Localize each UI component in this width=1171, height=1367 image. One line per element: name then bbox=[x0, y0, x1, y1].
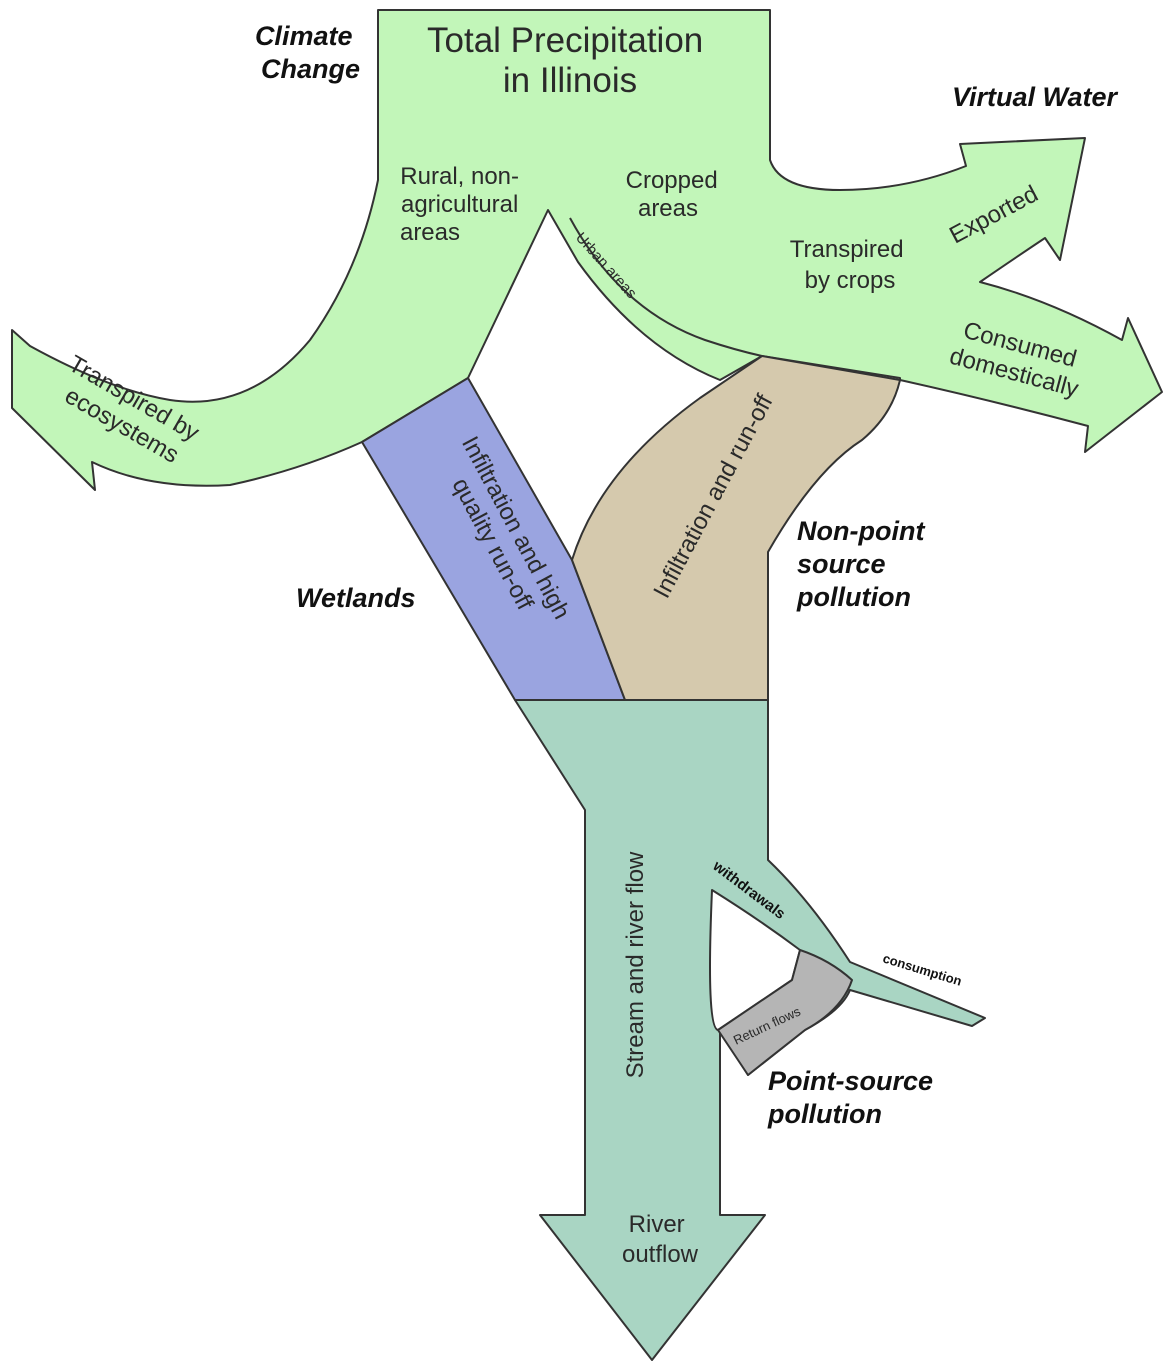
river-outflow-label: River outflow bbox=[622, 1211, 699, 1268]
cropped-areas-label: Cropped areas bbox=[626, 167, 725, 222]
nonpoint-flow bbox=[571, 355, 901, 701]
virtual-water-label: Virtual Water bbox=[952, 82, 1119, 112]
wetlands-label: Wetlands bbox=[296, 583, 416, 613]
nonpoint-source-label: Non-point source pollution bbox=[796, 516, 932, 612]
climate-change-label: Climate Change bbox=[255, 21, 360, 84]
transpired-by-crops-label: Transpired by crops bbox=[790, 236, 911, 294]
rural-areas-label: Rural, non- agricultural areas bbox=[400, 163, 526, 246]
stream-river-flow-label: Stream and river flow bbox=[622, 851, 649, 1078]
precipitation-flow bbox=[11, 9, 1163, 491]
point-source-label: Point-source pollution bbox=[767, 1066, 941, 1129]
total-precipitation-label: Total Precipitation in Illinois bbox=[427, 21, 713, 100]
urban-areas-band bbox=[569, 217, 763, 357]
return-flows-band bbox=[717, 949, 853, 1076]
